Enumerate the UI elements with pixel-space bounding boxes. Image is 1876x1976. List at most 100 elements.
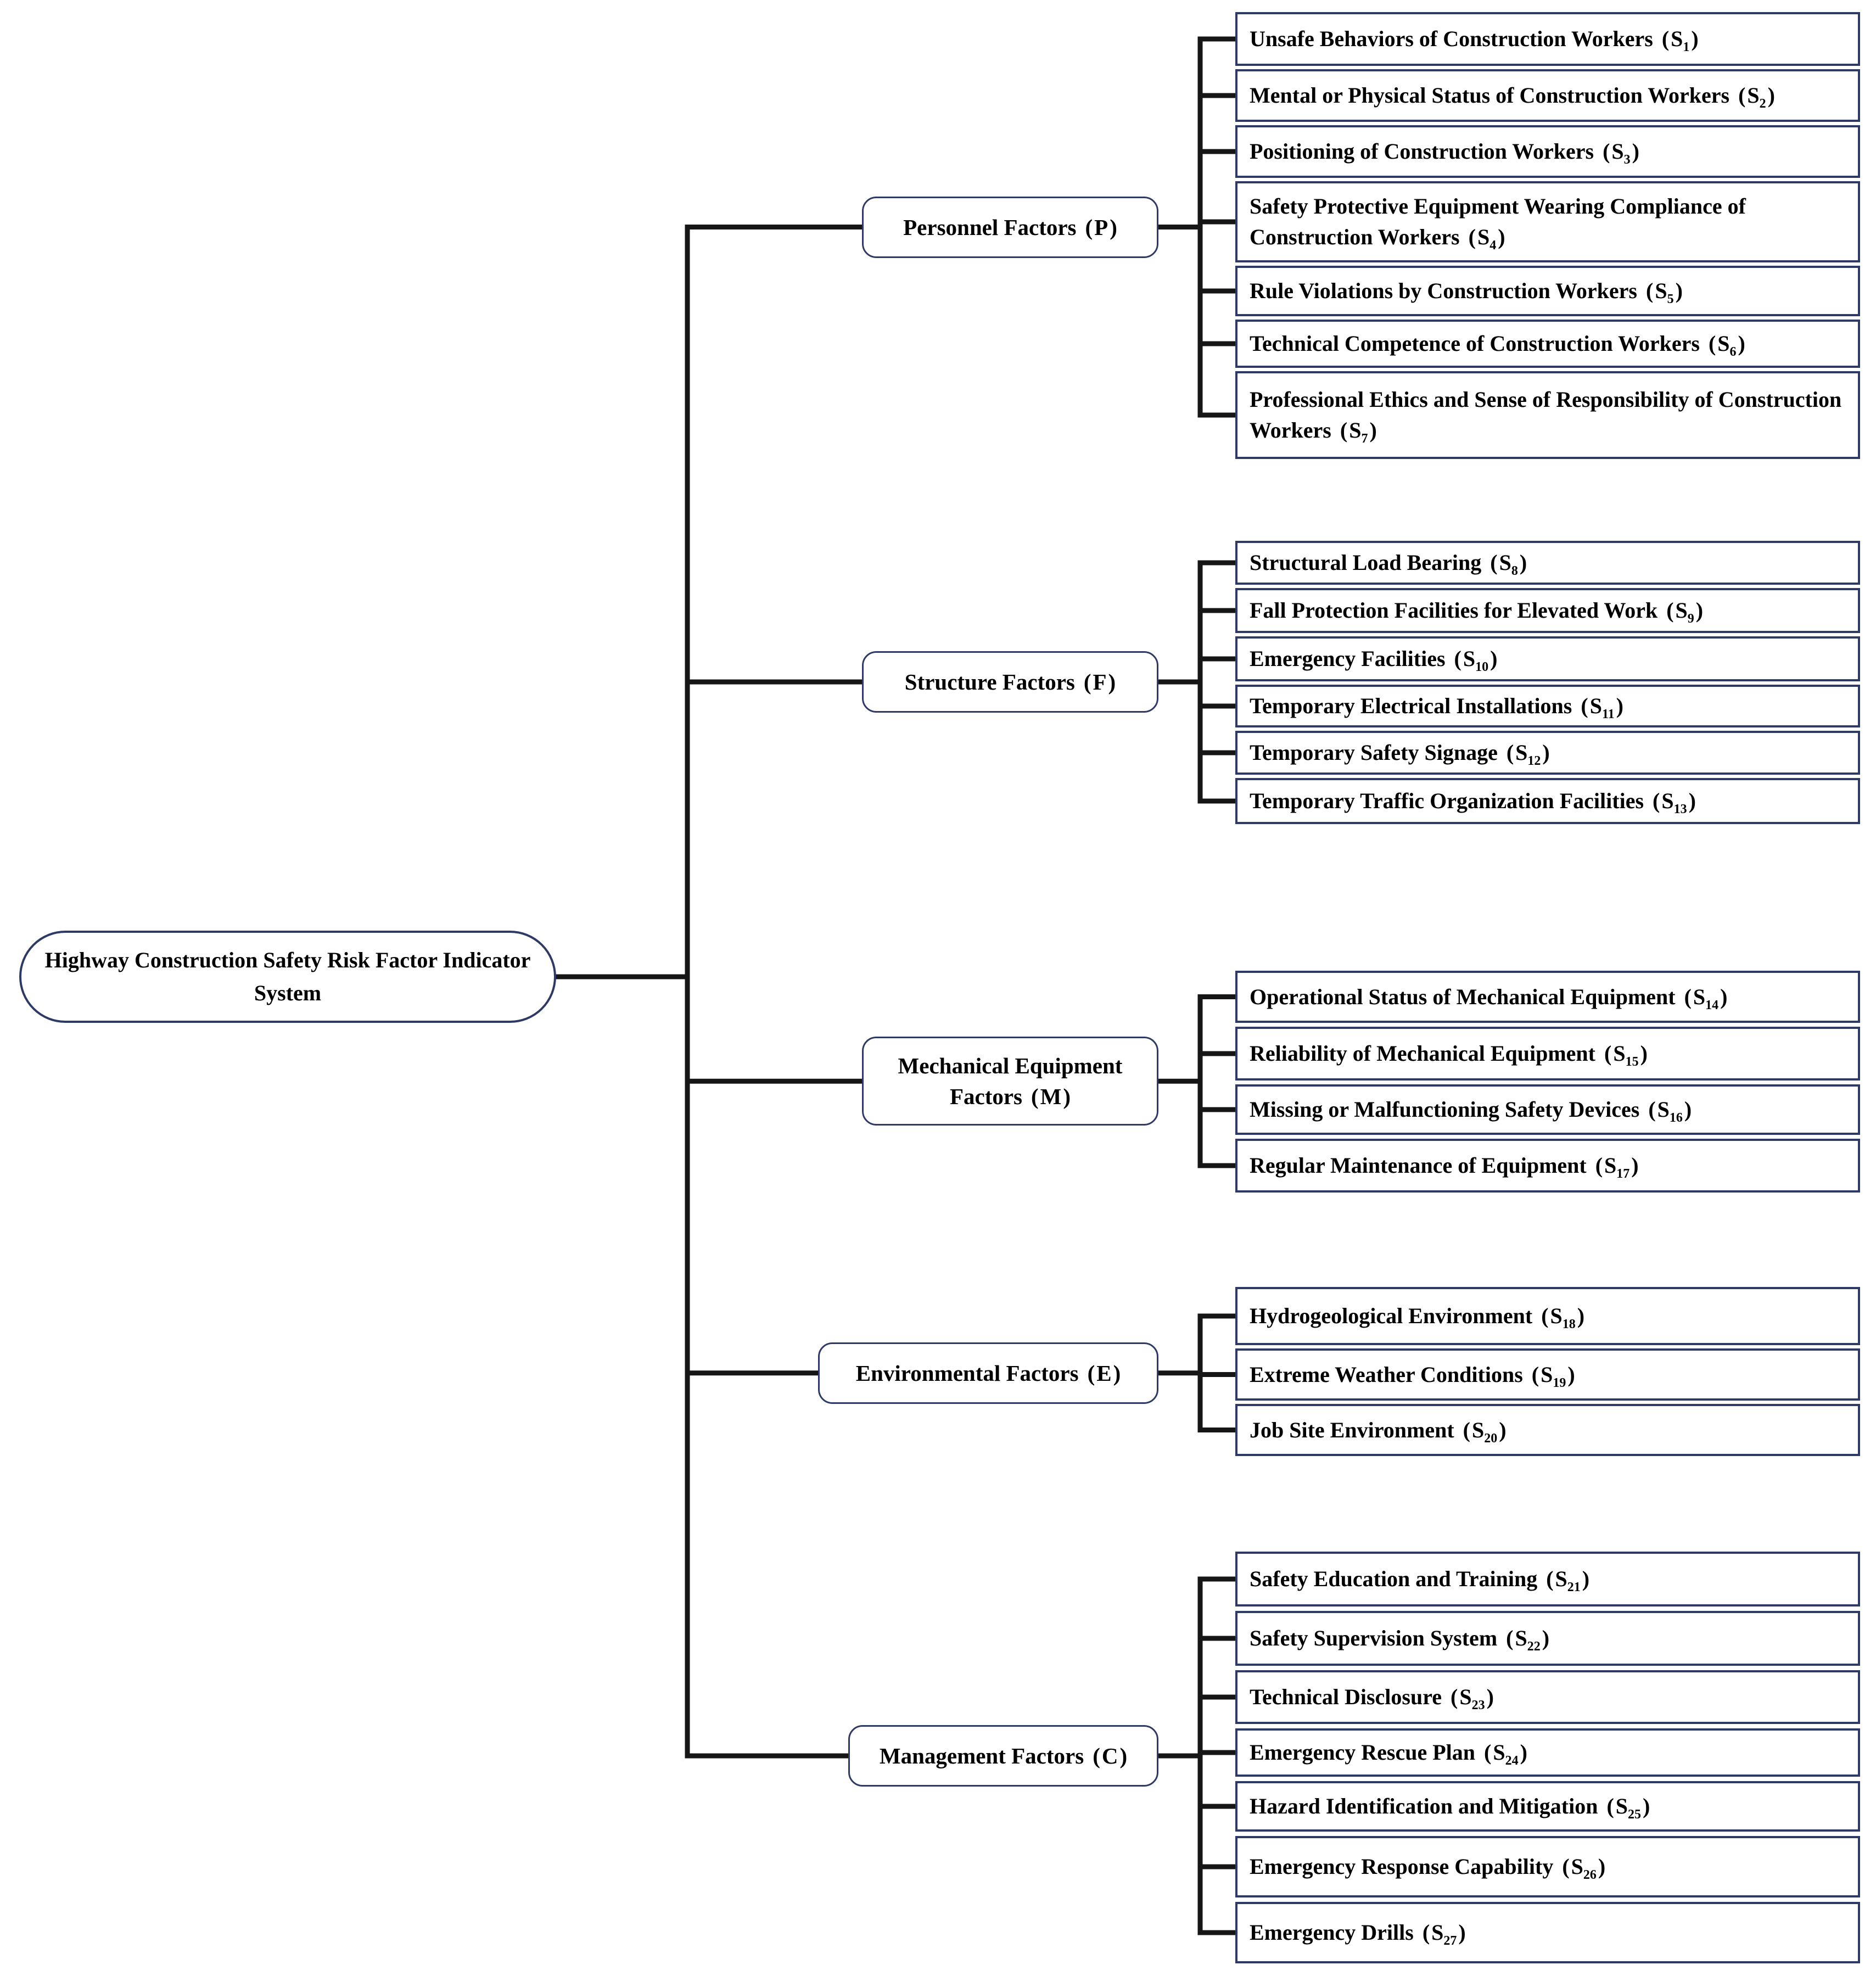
item-box-S12: Temporary Safety Signage(S12) <box>1235 731 1860 775</box>
item-label: Regular Maintenance of Equipment(S17) <box>1250 1150 1639 1181</box>
code-subscript: 4 <box>1489 238 1497 253</box>
open-paren: ( <box>1708 331 1716 356</box>
item-label: Missing or Malfunctioning Safety Devices… <box>1250 1094 1692 1125</box>
code-subscript: 1 <box>1683 40 1690 54</box>
close-paren: ) <box>1767 83 1775 108</box>
item-box-S4: Safety Protective Equipment Wearing Comp… <box>1235 181 1860 262</box>
code-letter: M <box>1040 1084 1062 1110</box>
item-label: Hazard Identification and Mitigation(S25… <box>1250 1791 1650 1822</box>
item-label-text: Unsafe Behaviors of Construction Workers <box>1250 26 1653 51</box>
code-subscript: 16 <box>1669 1111 1683 1125</box>
item-label: Temporary Electrical Installations(S11) <box>1250 691 1623 721</box>
close-paren: ) <box>1490 646 1498 671</box>
close-paren: ) <box>1499 1417 1507 1442</box>
item-label-text: Rule Violations by Construction Workers <box>1250 278 1637 303</box>
item-code: (S17) <box>1587 1153 1639 1180</box>
close-paren: ) <box>1567 1362 1575 1387</box>
item-label-text: Temporary Traffic Organization Facilitie… <box>1250 788 1644 813</box>
close-paren: ) <box>1640 1041 1648 1066</box>
category-box-F: Structure Factors(F) <box>862 651 1158 713</box>
open-paren: ( <box>1422 1920 1430 1945</box>
item-label-text: Regular Maintenance of Equipment <box>1250 1153 1587 1178</box>
code-subscript: 26 <box>1583 1868 1597 1882</box>
item-box-S10: Emergency Facilities(S10) <box>1235 636 1860 681</box>
code-letter: S <box>1571 1854 1583 1879</box>
item-code: (S26) <box>1553 1854 1606 1882</box>
code-letter: S <box>1515 740 1528 765</box>
open-paren: ( <box>1603 139 1610 164</box>
close-paren: ) <box>1486 1684 1494 1709</box>
close-paren: ) <box>1542 740 1550 765</box>
item-box-S15: Reliability of Mechanical Equipment(S15) <box>1235 1027 1860 1081</box>
category-label: Structure Factors(F) <box>905 667 1116 697</box>
close-paren: ) <box>1684 1097 1692 1122</box>
item-box-S26: Emergency Response Capability(S26) <box>1235 1836 1860 1897</box>
item-label-text: Emergency Response Capability <box>1250 1854 1554 1879</box>
category-label-text: Structure Factors <box>904 669 1075 695</box>
open-paren: ( <box>1666 598 1674 623</box>
item-label-text: Temporary Safety Signage <box>1250 740 1498 765</box>
item-label: Operational Status of Mechanical Equipme… <box>1250 982 1728 1012</box>
close-paren: ) <box>1691 26 1699 51</box>
close-paren: ) <box>1542 1626 1550 1650</box>
code-letter: S <box>1459 1684 1472 1709</box>
item-label: Emergency Rescue Plan(S24) <box>1250 1737 1527 1768</box>
code-subscript: 12 <box>1527 754 1541 768</box>
item-label: Hydrogeological Environment(S18) <box>1250 1301 1584 1331</box>
item-code: (P) <box>1077 215 1117 240</box>
item-code: (S3) <box>1594 139 1639 166</box>
open-paren: ( <box>1581 693 1588 718</box>
item-label-text: Hydrogeological Environment <box>1250 1303 1533 1328</box>
open-paren: ( <box>1506 1626 1514 1650</box>
code-subscript: 23 <box>1471 1698 1485 1712</box>
code-letter: C <box>1101 1743 1118 1768</box>
code-subscript: 22 <box>1527 1639 1541 1654</box>
code-subscript: 13 <box>1673 802 1687 816</box>
code-letter: S <box>1615 1794 1628 1818</box>
open-paren: ( <box>1085 214 1093 240</box>
item-label: Structural Load Bearing(S8) <box>1250 547 1527 578</box>
code-subscript: 21 <box>1567 1580 1581 1594</box>
code-subscript: 24 <box>1505 1754 1519 1768</box>
code-subscript: 15 <box>1625 1055 1639 1069</box>
open-paren: ( <box>1454 646 1461 671</box>
item-box-S14: Operational Status of Mechanical Equipme… <box>1235 971 1860 1023</box>
root-node: Highway Construction Safety Risk Factor … <box>19 931 556 1023</box>
item-label-text: Technical Disclosure <box>1250 1684 1442 1709</box>
item-code: (S13) <box>1644 788 1696 816</box>
item-box-S25: Hazard Identification and Mitigation(S25… <box>1235 1781 1860 1832</box>
item-label-text: Missing or Malfunctioning Safety Devices <box>1250 1097 1640 1122</box>
close-paren: ) <box>1598 1854 1606 1879</box>
category-box-E: Environmental Factors(E) <box>818 1342 1158 1404</box>
item-box-S22: Safety Supervision System(S22) <box>1235 1611 1860 1666</box>
item-code: (S20) <box>1454 1417 1507 1445</box>
close-paren: ) <box>1631 1153 1639 1178</box>
close-paren: ) <box>1616 693 1623 718</box>
item-box-S21: Safety Education and Training(S21) <box>1235 1552 1860 1606</box>
code-letter: S <box>1499 550 1511 575</box>
open-paren: ( <box>1484 1740 1492 1765</box>
item-code: (S14) <box>1676 984 1728 1012</box>
item-label-text: Emergency Drills <box>1250 1920 1414 1945</box>
code-letter: F <box>1093 669 1107 695</box>
code-letter: S <box>1541 1362 1553 1387</box>
item-code: (S9) <box>1657 598 1703 626</box>
close-paren: ) <box>1582 1566 1590 1591</box>
item-code: (S25) <box>1598 1794 1650 1821</box>
item-code: (S10) <box>1446 646 1498 674</box>
item-code: (S22) <box>1497 1626 1550 1653</box>
code-letter: S <box>1589 693 1602 718</box>
open-paren: ( <box>1653 788 1660 813</box>
item-box-S18: Hydrogeological Environment(S18) <box>1235 1287 1860 1345</box>
code-letter: S <box>1515 1626 1527 1650</box>
code-letter: S <box>1477 225 1490 249</box>
item-code: (S21) <box>1537 1566 1590 1594</box>
code-letter: S <box>1613 1041 1626 1066</box>
item-label: Safety Education and Training(S21) <box>1250 1564 1589 1594</box>
code-subscript: 9 <box>1687 612 1694 626</box>
item-box-S23: Technical Disclosure(S23) <box>1235 1670 1860 1724</box>
category-label: Mechanical Equipment Factors(M) <box>869 1050 1151 1112</box>
code-subscript: 6 <box>1729 345 1737 359</box>
item-code: (M) <box>1022 1084 1071 1109</box>
code-letter: S <box>1747 83 1760 108</box>
